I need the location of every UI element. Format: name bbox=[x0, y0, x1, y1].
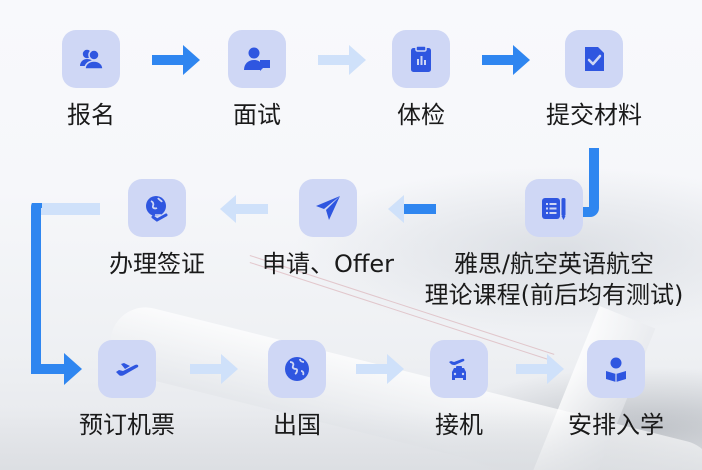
step-icon-box bbox=[299, 179, 357, 237]
step-airport-pickup: 接机 bbox=[408, 340, 510, 440]
earth-icon bbox=[285, 357, 309, 381]
step-label-line2: 理论课程(前后均有测试) bbox=[424, 281, 684, 309]
globe-hand-icon bbox=[146, 196, 168, 222]
step-go-abroad: 出国 bbox=[246, 340, 348, 440]
step-signup: 报名 bbox=[40, 30, 142, 130]
background-ground bbox=[0, 410, 702, 470]
step-medical-exam: 体检 bbox=[370, 30, 472, 130]
step-label: 体检 bbox=[397, 101, 445, 129]
notebook-pen-icon bbox=[542, 198, 566, 220]
step-icon-box bbox=[228, 30, 286, 88]
arrow-left-icon bbox=[220, 195, 268, 223]
step-label-line1: 雅思/航空英语航空 bbox=[453, 250, 655, 278]
step-label: 雅思/航空英语航空 理论课程(前后均有测试) bbox=[425, 249, 684, 311]
step-label: 面试 bbox=[233, 101, 281, 129]
clipboard-chart-icon bbox=[411, 45, 431, 72]
step-label: 报名 bbox=[67, 101, 115, 129]
step-label: 出国 bbox=[273, 411, 321, 439]
arrow-right-icon bbox=[152, 45, 200, 75]
step-label: 预订机票 bbox=[79, 411, 175, 439]
airport-taxi-icon bbox=[449, 358, 466, 380]
step-interview: 面试 bbox=[206, 30, 308, 130]
step-label: 申请、Offer bbox=[261, 250, 395, 278]
step-icon-box bbox=[98, 340, 156, 398]
paper-plane-icon bbox=[316, 196, 340, 220]
arrow-left-down-right-icon bbox=[31, 203, 100, 385]
document-check-icon bbox=[585, 47, 604, 71]
arrow-right-icon bbox=[190, 354, 238, 384]
step-submit-documents: 提交材料 bbox=[534, 30, 654, 130]
step-icon-box bbox=[392, 30, 450, 88]
step-application-offer: 申请、Offer bbox=[248, 179, 408, 279]
student-reading-icon bbox=[606, 357, 626, 382]
step-enrollment: 安排入学 bbox=[556, 340, 676, 440]
arrow-right-icon bbox=[482, 45, 530, 75]
users-icon bbox=[80, 49, 104, 70]
step-label: 安排入学 bbox=[568, 411, 664, 439]
arrow-right-icon bbox=[516, 354, 564, 384]
arrow-right-icon bbox=[356, 354, 404, 384]
step-label: 提交材料 bbox=[546, 101, 642, 129]
step-icon-box bbox=[565, 30, 623, 88]
step-icon-box bbox=[128, 179, 186, 237]
step-label: 接机 bbox=[435, 411, 483, 439]
step-icon-box bbox=[525, 179, 583, 237]
airplane-takeoff-icon bbox=[116, 363, 139, 376]
arrow-right-icon bbox=[318, 45, 366, 75]
arrow-left-icon bbox=[388, 195, 436, 223]
step-icon-box bbox=[268, 340, 326, 398]
step-icon-box bbox=[430, 340, 488, 398]
interview-icon bbox=[244, 47, 270, 71]
step-book-flight: 预订机票 bbox=[72, 340, 182, 440]
step-label: 办理签证 bbox=[109, 250, 205, 278]
step-icon-box bbox=[62, 30, 120, 88]
step-language-courses: 雅思/航空英语航空 理论课程(前后均有测试) bbox=[404, 179, 702, 311]
step-icon-box bbox=[587, 340, 645, 398]
step-visa: 办理签证 bbox=[102, 179, 212, 279]
